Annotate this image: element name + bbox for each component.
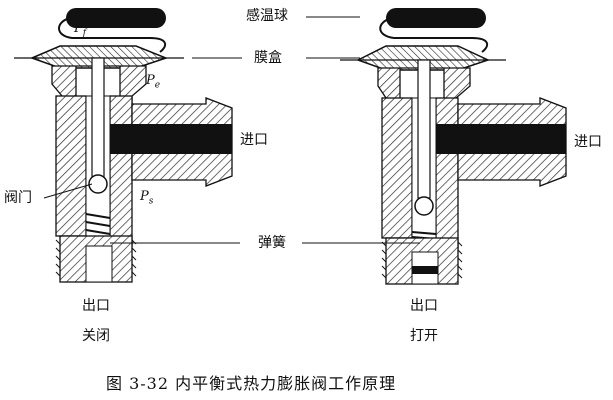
diaphragm-box-label: 膜盒 [254,50,282,66]
capillary-left [58,17,167,53]
inlet-label-right: 进口 [574,134,602,150]
valve-ball-left [88,174,108,194]
valve-open [340,8,567,285]
spring-label: 弹簧 [258,235,286,251]
pe-symbol: Pe [146,73,161,91]
state-open-label: 打开 [410,328,438,344]
leader-lines [110,16,420,244]
capillary-right [379,17,489,53]
outlet-label-right: 出口 [410,298,438,314]
valve-ball-right [414,196,434,216]
pf-symbol: Pf [74,21,87,39]
outlet-label-left: 出口 [82,298,110,314]
sensing-bulb-right [386,8,486,28]
sensing-bulb-left [66,8,166,28]
state-closed-label: 关闭 [82,328,110,344]
valve-closed [14,8,233,283]
figure-caption: 图 3-32 内平衡式热力膨胀阀工作原理 [106,374,397,393]
ps-symbol: Ps [140,189,154,207]
inlet-label-left: 进口 [240,132,268,148]
bulb-label: 感温球 [246,8,288,24]
valve-label: 阀门 [4,190,32,206]
